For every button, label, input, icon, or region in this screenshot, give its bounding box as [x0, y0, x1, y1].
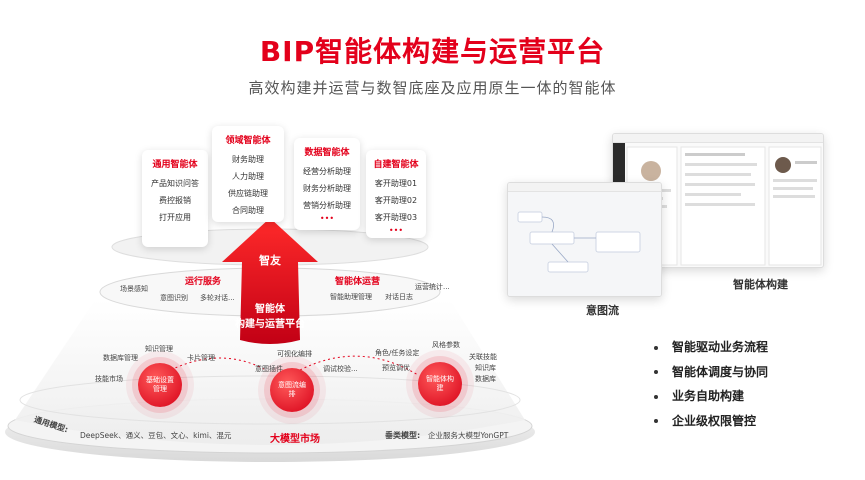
- ops-item: 意图识别: [160, 294, 188, 302]
- bullet-icon: [654, 419, 658, 423]
- card-item: 客开助理02: [374, 196, 418, 205]
- card-item: 财务助理: [232, 155, 264, 164]
- general-models: DeepSeek、通义、豆包、文心、kimi、混元: [80, 431, 232, 440]
- general-agent-card: 通用智能体 产品知识问答 费控报销 打开应用: [142, 150, 208, 247]
- card-title: 自建智能体: [373, 160, 419, 170]
- intent-flow-circle: 意图流编排: [270, 368, 314, 412]
- card-item: 产品知识问答: [151, 179, 199, 188]
- build-item: 可视化编排: [277, 350, 312, 358]
- circle-label: 意图流编排: [278, 381, 306, 398]
- feature-text: 智能驱动业务流程: [672, 340, 769, 354]
- build-item: 技能市场: [95, 375, 123, 383]
- feature-item: 业务自助构建: [654, 384, 768, 409]
- feature-item: 企业级权限管控: [654, 409, 768, 434]
- bullet-icon: [654, 370, 658, 374]
- intent-flow-screenshot: [507, 182, 662, 297]
- card-item: 经营分析助理: [303, 167, 351, 176]
- more-dots: •••: [388, 226, 404, 235]
- page-subtitle: 高效构建并运营与数智底座及应用原生一体的智能体: [248, 79, 617, 97]
- card-item: 财务分析助理: [303, 184, 351, 193]
- feature-text: 智能体调度与协同: [672, 364, 769, 379]
- model-market-label: 大模型市场: [270, 434, 320, 445]
- build-layer-body: [15, 300, 525, 445]
- card-item: 人力助理: [232, 172, 264, 181]
- card-item: 客开助理01: [374, 179, 418, 188]
- domain-agent-card: 领域智能体 财务助理 人力助理 供应链助理 合同助理: [212, 126, 284, 222]
- run-service-label: 运行服务: [185, 277, 222, 287]
- card-item: 供应链助理: [228, 189, 268, 198]
- intent-flow-caption: 意图流: [586, 304, 619, 317]
- platform-arrow: [222, 218, 318, 344]
- card-title: 领域智能体: [225, 136, 271, 146]
- vertical-models-label: 垂类模型:: [385, 431, 421, 440]
- custom-agent-card: 自建智能体 客开助理01 客开助理02 客开助理03 •••: [366, 150, 426, 238]
- feature-item: 智能体调度与协同: [654, 360, 768, 385]
- build-item: 卡片管理: [187, 354, 215, 362]
- arrow-top-label: 智友: [259, 254, 281, 267]
- page-title: BIP智能体构建与运营平台: [259, 35, 606, 68]
- card-title: 通用智能体: [152, 160, 198, 170]
- build-item: 数据库: [475, 375, 496, 383]
- intent-flow-preview: [508, 192, 661, 296]
- bullet-icon: [654, 345, 658, 350]
- arrow-main-label-1: 智能体: [255, 304, 285, 315]
- feature-item: 智能驱动业务流程: [654, 335, 768, 360]
- build-item: 知识库: [475, 364, 496, 372]
- build-item: 角色/任务设定: [375, 349, 420, 357]
- agent-ops-label: 智能体运营: [335, 277, 381, 287]
- ops-item: 运营统计...: [415, 283, 450, 291]
- build-item: 意图插件: [255, 365, 283, 373]
- more-dots: •••: [319, 214, 335, 223]
- ops-item: 对话日志: [385, 293, 413, 301]
- infra-settings-circle: 基础设置管理: [138, 363, 182, 407]
- build-item: 关联技能: [469, 353, 497, 361]
- build-item: 数据库管理: [103, 354, 138, 362]
- card-item: 合同助理: [232, 206, 264, 215]
- ops-item: 智能助理管理: [330, 293, 372, 301]
- circle-label: 基础设置管理: [146, 376, 174, 393]
- card-item: 费控报销: [159, 196, 191, 205]
- agent-build-caption: 智能体构建: [733, 278, 788, 291]
- arrow-main-label-2: 构建与运营平台: [235, 319, 305, 330]
- circle-label: 智能体构建: [426, 375, 454, 392]
- card-item: 打开应用: [159, 213, 191, 222]
- feature-text: 业务自助构建: [672, 389, 745, 403]
- bullet-icon: [654, 394, 658, 399]
- build-item: 调试校验...: [323, 365, 358, 373]
- ops-item: 多轮对话...: [200, 294, 235, 302]
- vertical-models: 企业服务大模型YonGPT: [428, 431, 509, 440]
- feature-text: 企业级权限管控: [672, 413, 757, 428]
- data-agent-card: 数据智能体 经营分析助理 财务分析助理 营销分析助理 •••: [294, 138, 360, 230]
- window-titlebar: [508, 183, 661, 192]
- build-item: 预览调优: [382, 364, 410, 372]
- card-item: 客开助理03: [374, 213, 418, 222]
- card-title: 数据智能体: [304, 148, 350, 158]
- build-item: 知识管理: [145, 345, 173, 353]
- ops-item: 场景感知: [120, 285, 148, 293]
- build-item: 风格参数: [432, 341, 460, 349]
- window-titlebar: [613, 134, 823, 143]
- feature-list: 智能驱动业务流程 智能体调度与协同 业务自助构建 企业级权限管控: [654, 335, 768, 433]
- agent-build-circle: 智能体构建: [418, 362, 462, 406]
- card-item: 营销分析助理: [303, 201, 351, 210]
